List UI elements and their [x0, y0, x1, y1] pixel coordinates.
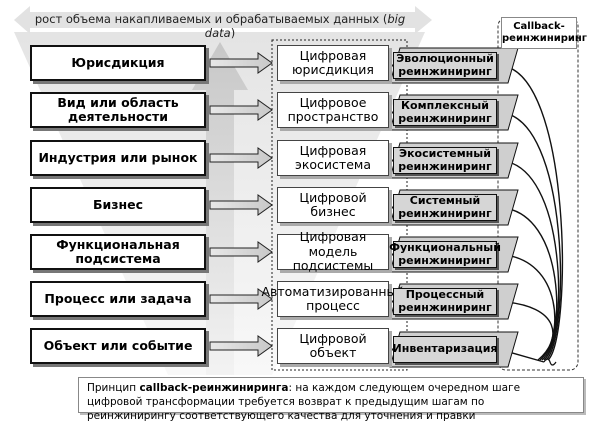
level-box-2: Индустрия или рынок	[30, 140, 206, 176]
level-box-3: Бизнес	[30, 187, 206, 223]
digital-label-line: Цифровая модель	[299, 229, 367, 259]
reengineering-label-line: Системный	[409, 193, 481, 207]
level-box-1: Вид или область деятельности	[30, 92, 206, 128]
callback-arrow-0	[499, 61, 564, 361]
digital-label-line: Цифровое	[299, 94, 367, 110]
callback-reengineering-label: Callback-реинжиниринг	[501, 17, 587, 49]
digital-label-line: подсистемы	[292, 258, 374, 274]
level-box-6: Объект или событие	[30, 328, 206, 364]
digital-label-line: процесс	[306, 298, 360, 313]
level-box-5: Процесс или задача	[30, 281, 206, 317]
callback-arrow-5	[499, 297, 554, 361]
reengineering-label-line: реинжиниринг	[398, 253, 492, 267]
big-data-caption: рост объема накапливаемых и обрабатываем…	[34, 12, 406, 40]
digital-label-line: пространство	[287, 109, 379, 124]
level-to-digital-arrow-4	[209, 241, 273, 263]
big-data-growth-band	[14, 6, 432, 34]
digital-label-line: Автоматизированный	[261, 283, 405, 299]
digital-label-line: экосистема	[295, 157, 371, 172]
reengineering-label-line: Инвентаризация	[392, 342, 498, 356]
reengineering-label-line: реинжиниринг	[398, 64, 492, 78]
reengineering-label-line: Эволюционный	[396, 51, 494, 65]
level-box-0: Юрисдикция	[30, 45, 206, 81]
callback-arrow-3	[499, 203, 558, 361]
reengineering-label-line: Процессный	[405, 287, 485, 301]
digital-box-6: Цифровой объект	[277, 328, 389, 364]
callback-arrow-1	[499, 108, 562, 361]
callback-origin-mark	[543, 358, 557, 366]
reengineering-label-line: Комплексный	[401, 98, 489, 112]
level-to-digital-arrow-5	[209, 288, 273, 310]
reengineering-label-line: Функциональный	[389, 240, 501, 254]
reengineering-box-6: Инвентаризация	[393, 336, 497, 363]
digital-label-line: Цифровой объект	[299, 330, 367, 360]
level-to-digital-arrow-1	[209, 99, 273, 121]
reengineering-label-line: реинжиниринг	[398, 300, 492, 314]
digital-label-line: юрисдикция	[292, 62, 374, 77]
level-to-digital-arrow-3	[209, 194, 273, 216]
digital-label-line: Цифровая	[299, 47, 367, 63]
reengineering-label-line: реинжиниринг	[398, 111, 492, 125]
level-to-digital-arrow-2	[209, 147, 273, 169]
digital-box-3: Цифровой бизнес	[277, 187, 389, 223]
level-to-digital-arrow-6	[209, 335, 273, 357]
callback-principle-note: Принцип callback-реинжиниринга: на каждо…	[78, 377, 584, 422]
callback-arrow-2	[499, 156, 560, 361]
reengineering-label-line: реинжиниринг	[398, 206, 492, 220]
digital-label-line: Цифровой бизнес	[299, 189, 367, 219]
reengineering-label-line: реинжиниринг	[398, 159, 492, 173]
level-to-digital-arrow-0	[209, 52, 273, 74]
reengineering-label-line: Экосистемный	[399, 146, 491, 160]
digital-label-line: Цифровая	[299, 142, 367, 158]
level-box-4: Функциональная подсистема	[30, 234, 206, 270]
